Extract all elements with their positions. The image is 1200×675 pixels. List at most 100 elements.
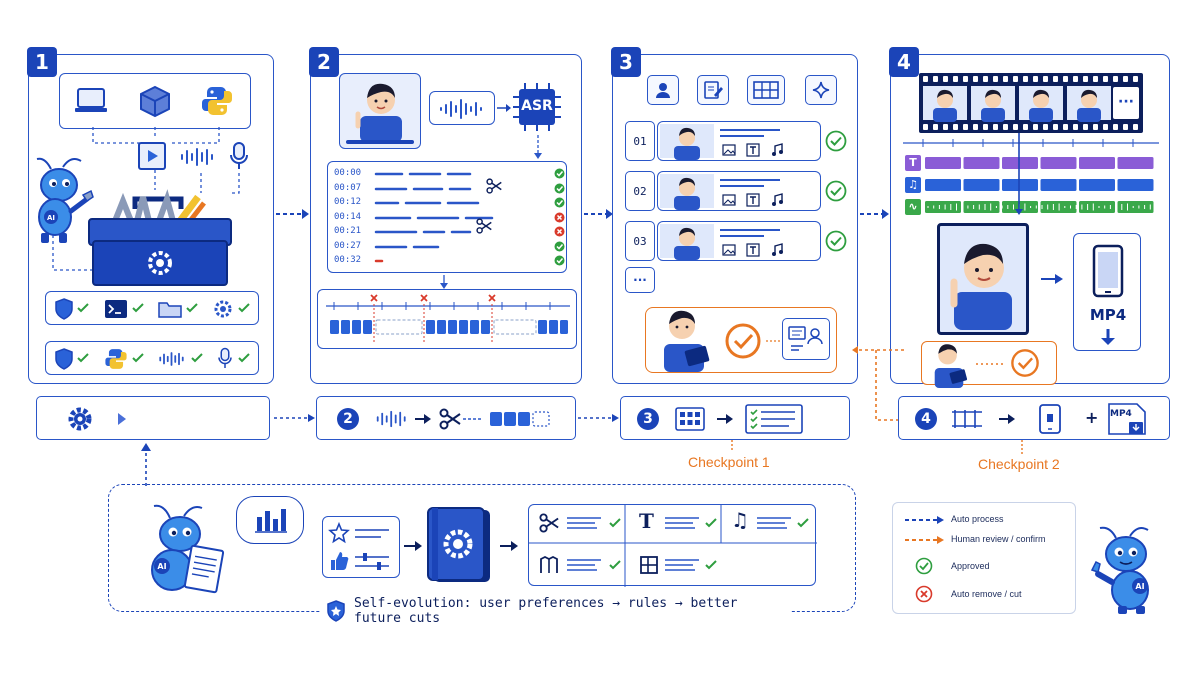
transcript-timestamp: 00:00 (334, 168, 362, 178)
arrow-stage1-to-2 (276, 209, 309, 219)
approved-icon (554, 255, 565, 266)
stage-1-panel: 1 (27, 47, 274, 384)
film-sprocket (1013, 124, 1018, 130)
film-sprocket (993, 76, 998, 82)
film-sprocket (1113, 76, 1118, 82)
grid-tool[interactable] (747, 75, 785, 105)
arrow-asr-down (534, 135, 542, 159)
remove-mark-icon (370, 294, 378, 302)
python-icon (201, 87, 233, 115)
waveform-icon (159, 352, 184, 366)
remove-mark-icon (420, 294, 428, 302)
film-sprocket (1053, 76, 1058, 82)
check-icon (132, 303, 144, 313)
arrow-stage3-to-4 (860, 209, 889, 219)
playhead (1015, 133, 1023, 215)
transcript-text-line (374, 201, 480, 205)
arrow-prefs-to-rules (404, 541, 422, 551)
svg-text:AI: AI (157, 562, 166, 571)
reviewer-icon (664, 310, 710, 372)
film-frame (923, 86, 967, 122)
edit-tool[interactable] (697, 75, 729, 105)
presenter-icon (950, 243, 1012, 330)
presenter-icon (355, 83, 402, 142)
stage-1-badge: 1 (27, 47, 57, 77)
asr-label: ASR (521, 98, 553, 114)
transcript-timestamp: 00:12 (334, 197, 362, 207)
music-rule-icon: ♫ (731, 508, 749, 532)
transcript-text-line (374, 245, 440, 248)
person-tool[interactable] (647, 75, 679, 105)
scene-approved-icon (825, 130, 847, 152)
pipeline-badge-4: 4 (915, 408, 937, 430)
video-icon (138, 142, 166, 170)
check-icon (77, 303, 89, 313)
check-icon (186, 303, 198, 313)
remove-icon (554, 212, 565, 222)
ai-robot-thumbs-up-icon: AI (1090, 526, 1149, 614)
checklist-icon (745, 404, 803, 434)
film-sprocket (1023, 76, 1028, 82)
lines-icon (355, 529, 389, 538)
tools-status-row-1 (45, 291, 259, 325)
track-clips (925, 201, 1154, 213)
checkpoint-2-tick (1021, 440, 1023, 454)
sliders-icon (355, 553, 389, 570)
film-sprocket (973, 124, 978, 130)
film-sprocket (953, 124, 958, 130)
rules-grid-box: T ♫ (528, 504, 817, 587)
self-evolution-caption: Self-evolution: user preferences → rules… (354, 596, 738, 626)
scene-card[interactable] (657, 121, 821, 161)
waveform-icon (440, 99, 482, 119)
legend-approved-icon (915, 557, 933, 575)
check-icon (77, 353, 89, 363)
edit-icon (704, 81, 723, 99)
legend-box: Auto process Human review / confirm Appr… (892, 502, 1076, 614)
profile-card (782, 318, 830, 360)
feedback-arrow-up (141, 443, 151, 486)
transcript-timestamp: 00:21 (334, 226, 362, 236)
track-label: ∿ (905, 199, 921, 215)
sparkle-tool[interactable] (805, 75, 837, 105)
scene-number-label: 03 (633, 234, 647, 248)
film-sprocket (983, 76, 988, 82)
film-sprocket (943, 124, 948, 130)
transition-rule-icon (540, 555, 558, 573)
arrow-transcript-down (440, 275, 448, 289)
film-sprocket (1103, 124, 1108, 130)
check-icon (705, 560, 717, 570)
film-sprocket (1063, 124, 1068, 130)
film-sprocket (1003, 76, 1008, 82)
rule-lines (665, 517, 699, 529)
film-sprocket (1003, 124, 1008, 130)
track-label: T (905, 155, 921, 171)
transcript-timestamp: 00:27 (334, 240, 362, 251)
check-icon (191, 353, 203, 363)
laptop-icon (75, 88, 107, 112)
film-sprocket (1083, 124, 1088, 130)
stage-2-badge: 2 (309, 47, 339, 77)
film-sprocket (963, 124, 968, 130)
more-scenes-button[interactable]: ··· (625, 267, 655, 293)
review-approved-icon (725, 323, 761, 359)
remove-icon (554, 226, 565, 237)
microphone-icon (218, 347, 232, 368)
scene-desc-lines (720, 179, 780, 187)
person-icon (656, 83, 670, 98)
scene-card[interactable] (657, 221, 821, 261)
check-icon (238, 303, 250, 313)
gear-icon (68, 407, 92, 431)
film-sprocket (963, 76, 968, 82)
scene-card[interactable] (657, 171, 821, 211)
stage-4-badge: 4 (889, 47, 919, 77)
timeline-grid-icon (952, 410, 982, 428)
check-icon (609, 560, 621, 570)
film-strip: ··· (919, 73, 1143, 133)
mp4-label: MP4 (1089, 306, 1127, 324)
mp4-file-icon: MP4 (1107, 402, 1147, 436)
transcript-timestamp: 00:14 (334, 211, 362, 222)
audio-bubble (429, 91, 495, 125)
transcript-timestamp: 00:07 (334, 182, 362, 193)
